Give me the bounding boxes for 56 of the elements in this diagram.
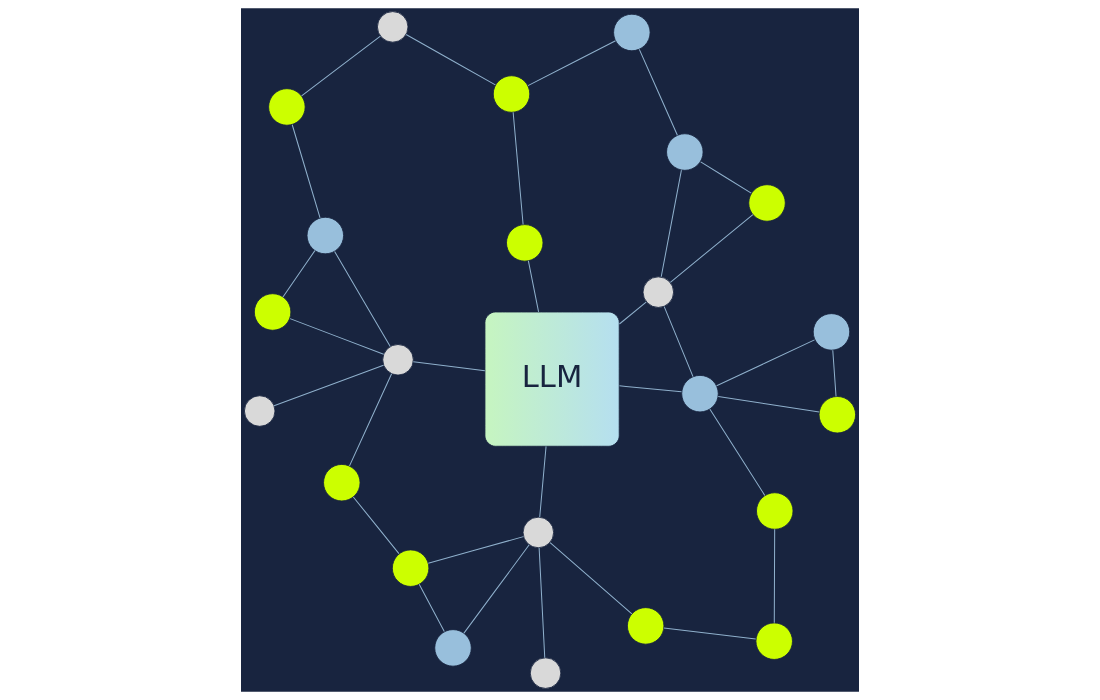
connector xyxy=(282,250,316,298)
connector xyxy=(512,111,524,225)
node-box: LLM xyxy=(484,311,620,447)
connector xyxy=(700,161,752,194)
connector xyxy=(539,445,547,518)
connector xyxy=(717,395,820,413)
connector xyxy=(291,124,321,219)
node-circle xyxy=(626,607,665,645)
node-circle xyxy=(434,629,472,667)
node-circle xyxy=(323,464,361,502)
connector xyxy=(427,536,524,564)
node-circle xyxy=(748,184,786,222)
connector xyxy=(273,364,384,407)
node-circle xyxy=(529,657,562,689)
node-circle xyxy=(812,313,851,351)
connector xyxy=(538,547,546,659)
connector xyxy=(349,373,393,467)
node-circle xyxy=(613,13,651,52)
node-circle xyxy=(268,88,306,126)
connector xyxy=(709,408,766,496)
connector xyxy=(669,214,754,283)
node-circle xyxy=(755,622,793,660)
connector xyxy=(660,169,682,278)
connector xyxy=(352,496,400,555)
node-circle xyxy=(382,344,414,376)
node-circle xyxy=(642,276,675,308)
connector xyxy=(716,339,816,387)
node-circle xyxy=(506,224,544,262)
connector xyxy=(301,35,381,97)
connector xyxy=(463,544,530,634)
node-circle xyxy=(306,216,344,255)
node-circle xyxy=(377,11,409,43)
connector xyxy=(773,528,776,624)
node-circle xyxy=(492,75,531,113)
connector xyxy=(663,627,757,640)
node-circle xyxy=(666,133,704,171)
connector xyxy=(618,301,647,325)
connector xyxy=(832,349,837,397)
connector xyxy=(638,48,678,136)
connector xyxy=(527,260,540,313)
node-circle xyxy=(253,293,292,331)
node-circle xyxy=(522,516,555,549)
node-circle xyxy=(818,396,857,434)
connector xyxy=(527,40,617,87)
connector xyxy=(418,583,445,632)
connector xyxy=(618,385,683,393)
connector xyxy=(289,318,385,355)
connector xyxy=(334,250,391,347)
connector xyxy=(663,306,694,378)
node-circle xyxy=(681,374,719,413)
node-circle xyxy=(243,395,276,427)
connector xyxy=(405,33,496,86)
node-circle xyxy=(391,549,430,587)
node-circle xyxy=(756,492,794,530)
connector xyxy=(549,542,633,615)
connector xyxy=(412,361,486,372)
